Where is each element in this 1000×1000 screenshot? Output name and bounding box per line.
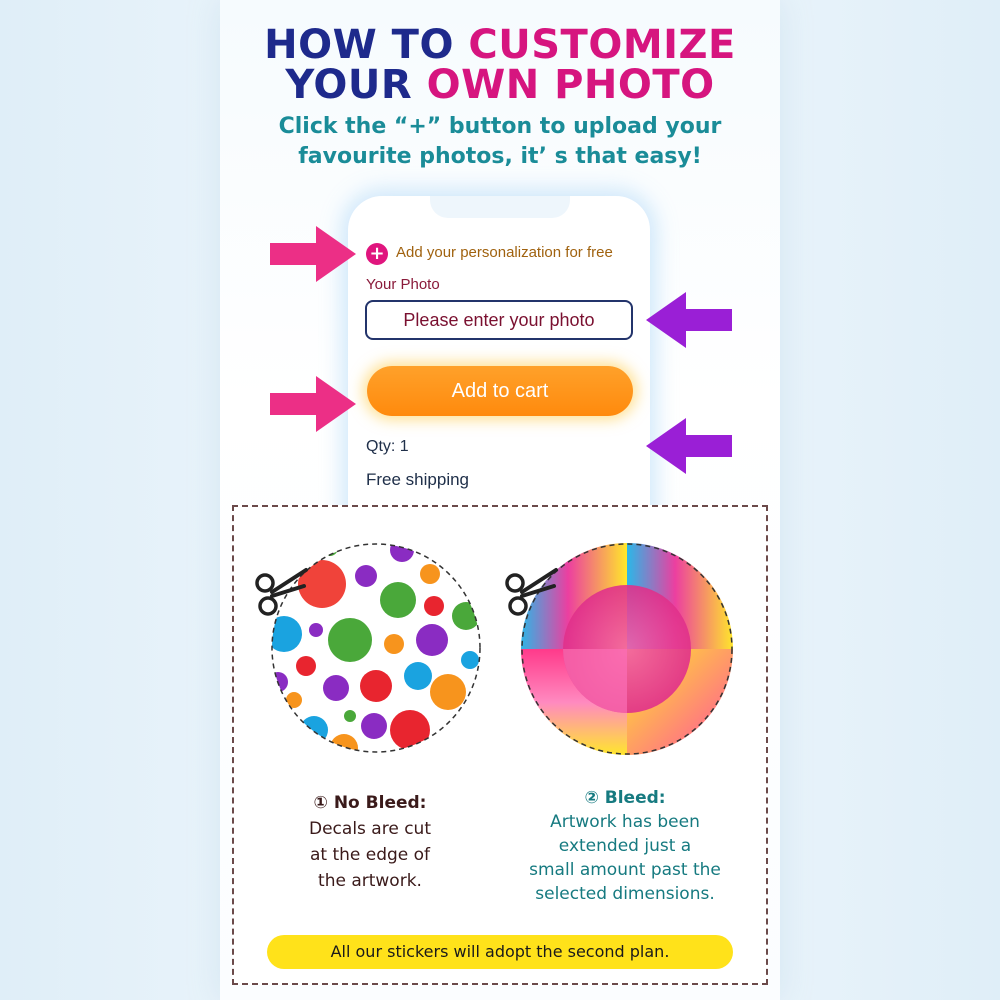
title-your: YOUR (285, 62, 427, 108)
photo-input[interactable]: Please enter your photo (365, 300, 633, 340)
add-personalization-plus-icon[interactable]: + (366, 243, 388, 265)
add-personalization-label[interactable]: Add your personalization for free (396, 244, 613, 261)
no-bleed-heading: ① No Bleed: (313, 793, 427, 813)
bleed-heading: ② Bleed: (584, 788, 666, 808)
no-bleed-dots-circle (271, 543, 481, 753)
bleed-gradient-circle (521, 543, 733, 755)
title-line-2: YOUR OWN PHOTO (0, 62, 1000, 108)
bleed-caption: ② Bleed: Artwork has been extended just … (500, 786, 750, 906)
scissors-icon (255, 568, 308, 616)
scissors-icon (505, 568, 558, 616)
no-bleed-caption: ① No Bleed: Decals are cut at the edge o… (270, 790, 470, 894)
shipping-text: Free shipping (366, 470, 470, 489)
title-own-photo: OWN PHOTO (426, 62, 715, 108)
title-line-1: HOW TO CUSTOMIZE (0, 22, 1000, 68)
bleed-line: selected dimensions. (535, 884, 715, 904)
no-bleed-line: at the edge of (309, 845, 431, 865)
bleed-line: extended just a (558, 836, 692, 856)
stickers-plan-banner: All our stickers will adopt the second p… (267, 935, 733, 969)
bleed-line: small amount past the (529, 860, 721, 880)
no-bleed-line: the artwork. (318, 871, 422, 891)
subtitle-line-2: favourite photos, it’ s that easy! (298, 144, 702, 169)
phone-mockup (348, 196, 650, 526)
purple-arrow-left-icon (646, 418, 732, 474)
your-photo-label: Your Photo (366, 276, 440, 293)
bleed-line: Artwork has been (550, 812, 700, 832)
add-to-cart-button[interactable]: Add to cart (367, 366, 633, 416)
purple-arrow-left-icon (646, 292, 732, 348)
pink-arrow-right-icon (270, 376, 356, 432)
pink-arrow-right-icon (270, 226, 356, 282)
title-customize: CUSTOMIZE (468, 22, 736, 68)
phone-notch (430, 196, 570, 218)
title-how-to: HOW TO (264, 22, 469, 68)
quantity-text: Qty: 1 (366, 438, 409, 455)
subtitle-line-1: Click the “+” button to upload your (278, 114, 722, 139)
no-bleed-line: Decals are cut (309, 819, 431, 839)
